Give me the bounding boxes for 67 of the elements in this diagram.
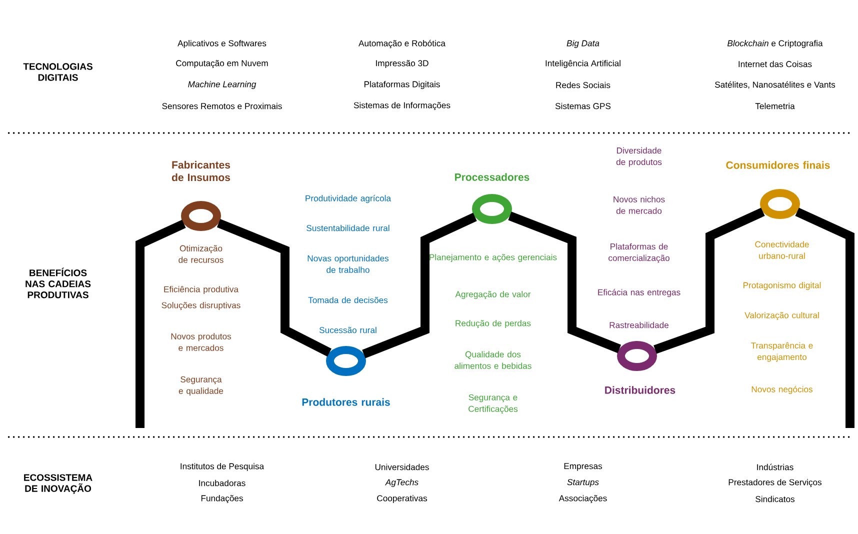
benefit-text: Sustentabilidade rural [306, 224, 390, 232]
list-item: Sistemas de Informações [354, 102, 450, 110]
section-heading: TECNOLOGIAS DIGITAIS [23, 63, 92, 81]
actor-title: Distribuidores [605, 386, 676, 394]
benefit-text: Rastreabilidade [610, 322, 668, 328]
list-item: Incubadoras [199, 480, 246, 486]
benefit-text: Conectividade urbano-rural [755, 241, 809, 259]
chain-line [136, 220, 186, 428]
benefit-text: Produtividade agrícola [306, 194, 392, 204]
benefit-text: Novos negócios [752, 386, 812, 394]
list-item: Big Data [566, 40, 600, 48]
chain-line [216, 218, 332, 357]
benefit-text: Eficiência produtiva [164, 286, 239, 294]
actor-title: Produtores rurais [302, 398, 390, 406]
actor-title: Processadores [455, 173, 530, 181]
benefit-text: Soluções disruptivas [162, 302, 240, 310]
benefit-text: Segurança e Certificações [468, 394, 518, 414]
list-item: Impressão 3D [376, 60, 428, 68]
list-item: Sindicatos [756, 496, 795, 502]
benefit-text: Novos nichos de mercado [614, 196, 665, 214]
benefit-text: Qualidade dos alimentos e bebidas [454, 351, 532, 369]
list-item: Computação em Nuvem [176, 60, 268, 68]
list-item: Associações [558, 494, 607, 504]
list-item: Empresas [564, 463, 602, 471]
actor-title: Consumidores finais [726, 161, 830, 169]
chain-line [362, 212, 477, 358]
list-item: Startups [567, 479, 599, 487]
benefit-text: Valorização cultural [744, 312, 819, 320]
benefit-text: Planejamento e ações gerenciais [430, 254, 557, 262]
list-item: Prestadores de Serviços [728, 478, 822, 488]
benefit-text: Agregação de valor [455, 290, 531, 300]
benefit-text: Novas oportunidades de trabalho [308, 255, 389, 273]
section-heading: ECOSSISTEMA DE INOVAÇÃO [24, 474, 92, 494]
list-item: Blockchain e Criptografia [727, 40, 823, 48]
list-item: Universidades [375, 464, 429, 470]
list-item: Redes Sociais [556, 82, 610, 88]
benefit-text: Plataformas de comercialização [608, 243, 670, 263]
benefit-text: Diversidade de produtos [616, 147, 662, 167]
list-item: AgTechs [385, 479, 418, 487]
list-item: Inteligência Artificial [546, 60, 620, 68]
actor-title: Fabricantes de Insumos [172, 160, 230, 182]
list-item: Sensores Remotos e Proximais [162, 102, 282, 110]
list-item: Cooperativas [377, 495, 428, 503]
benefit-text: Novos produtos e mercados [171, 333, 232, 351]
list-item: Indústrias [757, 464, 794, 470]
list-item: Internet das Coisas [738, 60, 812, 68]
list-item: Automação e Robótica [358, 40, 446, 48]
list-item: Satélites, Nanosatélites e Vants [715, 81, 836, 89]
benefit-text: Redução de perdas [456, 320, 531, 328]
list-item: Telemetria [755, 102, 795, 110]
benefit-text: Eficácia nas entregas [598, 288, 680, 298]
list-item: Plataformas Digitais [364, 81, 440, 89]
list-item: Sistemas GPS [555, 102, 611, 110]
list-item: Machine Learning [188, 81, 256, 89]
list-item: Aplicativos e Softwares [178, 40, 266, 48]
benefit-text: Otimização de recursos [178, 245, 224, 263]
chain-line [795, 208, 854, 428]
benefit-text: Tomada de decisões [308, 296, 388, 304]
chain-line [654, 208, 765, 354]
benefit-text: Sucessão rural [319, 326, 376, 334]
chain-line [508, 212, 622, 354]
benefit-text: Transparência e engajamento [751, 342, 813, 362]
section-heading: BENEFÍCIOS NAS CADEIAS PRODUTIVAS [26, 268, 91, 298]
list-item: Institutos de Pesquisa [180, 463, 264, 471]
benefit-text: Protagonismo digital [744, 282, 821, 290]
benefit-text: Segurança e qualidade [178, 376, 224, 396]
list-item: Fundações [201, 494, 243, 504]
